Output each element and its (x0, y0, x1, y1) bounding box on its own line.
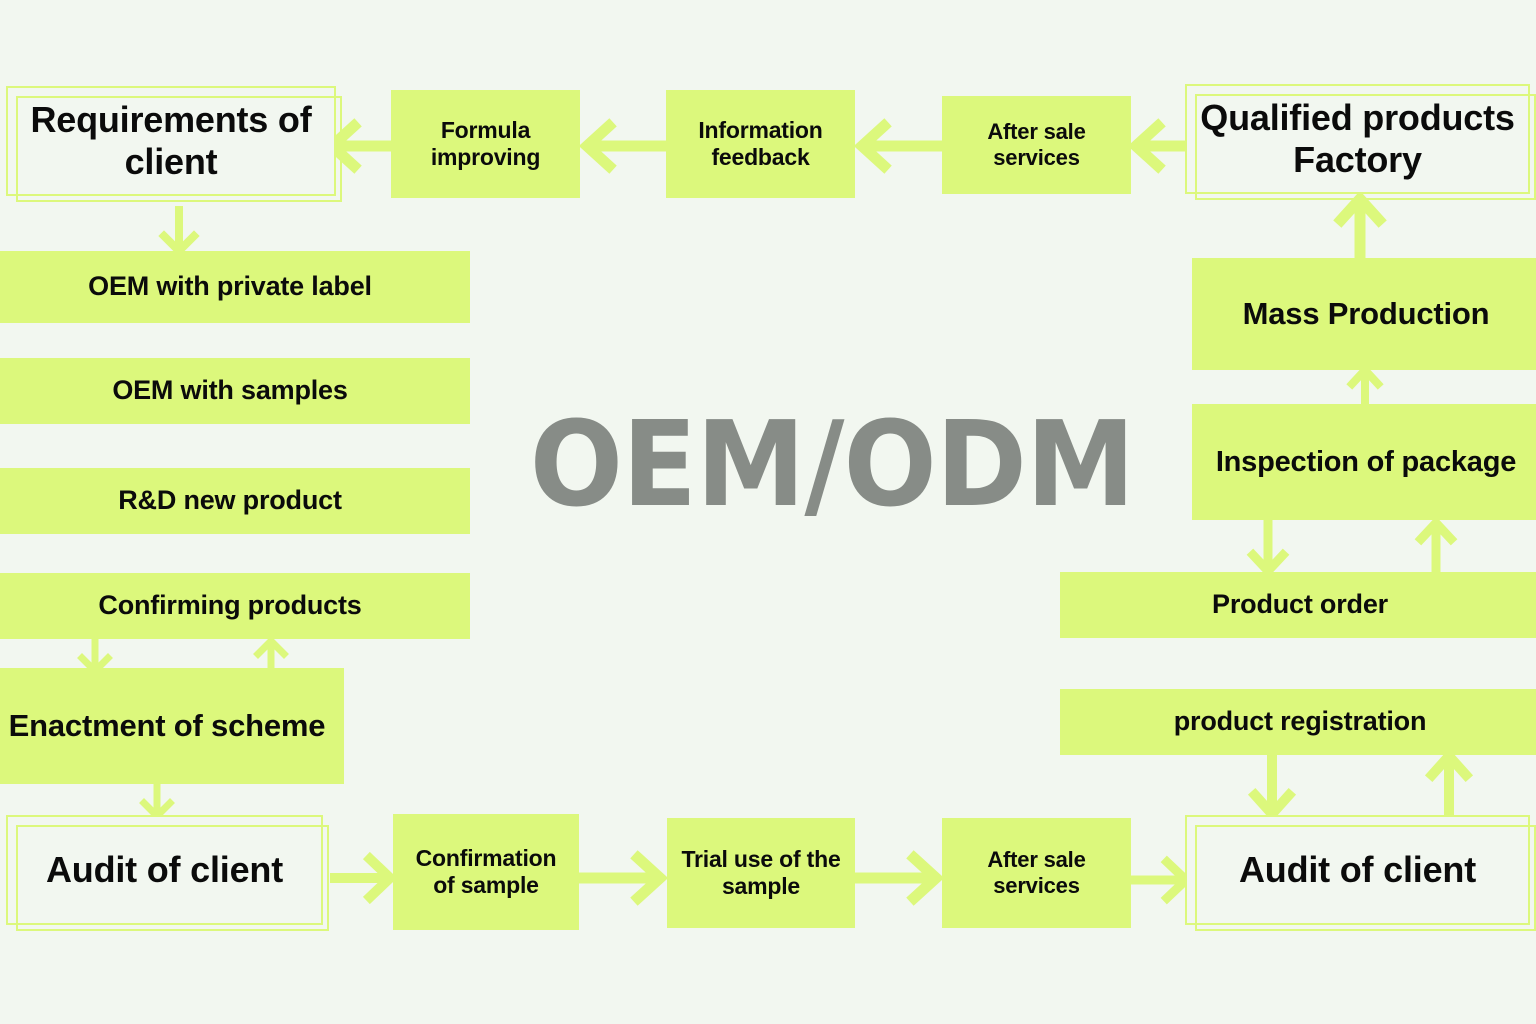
arrow-mass-production-to-qualified (1330, 190, 1390, 264)
node-label: Product order (1212, 589, 1388, 620)
arrow-confirmation-to-trial (578, 850, 670, 906)
node-label: Confirmation of sample (415, 844, 557, 898)
node-oem-with-samples[interactable]: OEM with samples (0, 358, 470, 424)
node-oem-with-private-label[interactable]: OEM with private label (0, 251, 470, 323)
node-formula-improving[interactable]: Formula improving (391, 90, 580, 198)
node-audit-of-client-right[interactable]: Audit of client (1185, 815, 1536, 931)
node-label: Requirements of client (30, 98, 312, 182)
arrow-product-order-to-inspection (1413, 516, 1459, 578)
node-label: Trial use of the sample (681, 845, 841, 899)
node-product-order[interactable]: Product order (1060, 572, 1536, 638)
arrow-trial-to-aftersale (854, 850, 946, 906)
node-information-feedback[interactable]: Information feedback (666, 90, 855, 198)
node-qualified-products-factory[interactable]: Qualified products Factory (1185, 84, 1536, 200)
node-inspection-of-package[interactable]: Inspection of package (1192, 404, 1536, 520)
arrow-audit-left-to-confirmation (330, 851, 398, 905)
node-label: Information feedback (698, 116, 823, 170)
arrow-registration-to-audit-right (1247, 752, 1297, 822)
node-rd-new-product[interactable]: R&D new product (0, 468, 470, 534)
node-requirements-of-client[interactable]: Requirements of client (6, 86, 342, 202)
node-label: OEM with samples (112, 375, 348, 406)
node-label: Enactment of scheme (8, 707, 326, 743)
node-label: After sale services (987, 847, 1086, 898)
node-after-sale-services-top[interactable]: After sale services (942, 96, 1131, 194)
node-after-sale-services-bottom[interactable]: After sale services (942, 818, 1131, 928)
node-confirming-products[interactable]: Confirming products (0, 573, 470, 639)
node-label: product registration (1173, 706, 1427, 737)
node-confirmation-of-sample[interactable]: Confirmation of sample (393, 814, 579, 930)
node-label: Audit of client (46, 848, 283, 890)
node-trial-use-of-the-sample[interactable]: Trial use of the sample (667, 818, 855, 928)
arrow-inspection-to-mass-production (1342, 364, 1388, 410)
node-label: Mass Production (1242, 295, 1490, 331)
arrow-requirements-to-oem-private-label (156, 206, 202, 257)
node-label: R&D new product (118, 485, 342, 516)
arrow-confirming-to-enactment (73, 637, 117, 676)
node-label: Qualified products Factory (1200, 96, 1515, 180)
arrow-enactment-to-confirming (249, 636, 293, 675)
node-label: Audit of client (1239, 848, 1476, 890)
arrow-inspection-to-product-order (1245, 518, 1291, 578)
arrow-audit-right-to-registration (1424, 748, 1474, 820)
diagram-title: OEM/ODM (529, 395, 1136, 533)
node-product-registration[interactable]: product registration (1060, 689, 1536, 755)
arrow-information-to-formula (577, 118, 673, 174)
node-enactment-of-scheme[interactable]: Enactment of scheme (0, 668, 344, 784)
node-label: Formula improving (430, 116, 541, 170)
node-label: OEM with private label (88, 271, 372, 302)
node-label: After sale services (987, 119, 1086, 170)
node-audit-of-client-left[interactable]: Audit of client (6, 815, 329, 931)
node-mass-production[interactable]: Mass Production (1192, 258, 1536, 370)
node-label: Inspection of package (1215, 445, 1517, 478)
node-label: Confirming products (98, 590, 362, 621)
arrow-aftersale-to-information (852, 118, 948, 174)
